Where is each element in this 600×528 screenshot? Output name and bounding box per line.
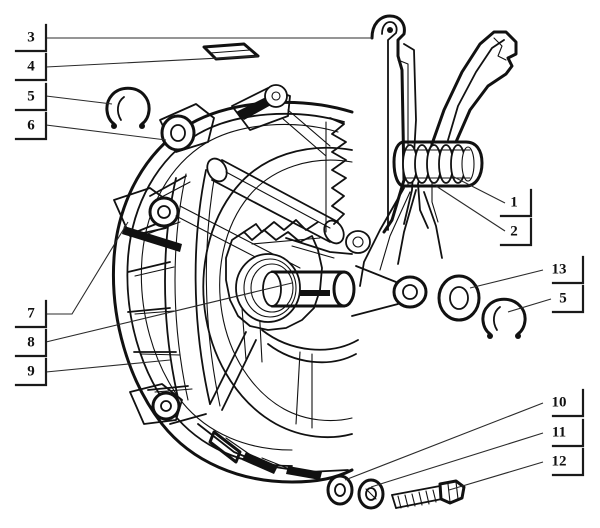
leader-line-12	[448, 461, 544, 491]
part-5-circlip-left	[105, 86, 151, 129]
clutch-bell-housing-artwork	[111, 84, 371, 484]
part-13-thrust-washer	[437, 274, 481, 322]
callout-number-11: 11	[552, 424, 566, 440]
callout-bracket-4	[14, 52, 48, 82]
callout-8[interactable]: 8	[14, 282, 293, 358]
callout-number-7: 7	[27, 305, 35, 321]
callout-bracket-9	[14, 357, 48, 387]
callout-bracket-1	[499, 188, 533, 218]
part-12-hex-bolt	[391, 479, 466, 509]
part-2-lever-arm-casting	[417, 30, 518, 229]
leader-line-5	[45, 95, 113, 105]
input-shaft-hub	[225, 229, 356, 331]
callout-bracket-5	[14, 82, 48, 112]
callout-bracket-10	[551, 388, 585, 418]
callout-bracket-13	[551, 255, 585, 285]
callout-number-13: 13	[552, 261, 567, 277]
callout-7[interactable]: 7	[14, 221, 129, 329]
leader-line-2	[435, 185, 506, 232]
callout-number-1: 1	[510, 194, 518, 210]
leader-line-8	[45, 282, 293, 343]
callout-number-10: 10	[552, 394, 567, 410]
callout-number-9: 9	[27, 363, 35, 379]
leader-line-4	[45, 55, 259, 68]
release-bearing-arc	[209, 329, 359, 429]
callout-number-12: 12	[552, 453, 567, 469]
callout-4[interactable]: 4	[14, 52, 259, 82]
callout-bracket-12	[551, 447, 585, 477]
callout-3[interactable]: 3	[14, 23, 372, 53]
callout-bracket-5	[551, 284, 585, 314]
callout-number-3: 3	[27, 29, 35, 45]
callout-6[interactable]: 6	[14, 111, 167, 141]
callout-number-6: 6	[27, 117, 35, 133]
callout-bracket-8	[14, 328, 48, 358]
part-10-flat-washer	[326, 474, 354, 506]
callout-9[interactable]: 9	[14, 357, 171, 387]
toothed-rack-detail	[243, 219, 371, 259]
callout-12[interactable]: 12	[448, 447, 585, 491]
leader-line-11	[370, 432, 544, 488]
callout-bracket-6	[14, 111, 48, 141]
callout-number-8: 8	[27, 334, 35, 350]
callout-bracket-11	[551, 418, 585, 448]
housing-inner-bore	[202, 146, 353, 439]
mounting-boss-mid-left	[113, 187, 182, 252]
leader-line-1	[451, 175, 506, 204]
part-5-circlip-right	[481, 297, 527, 339]
mounting-boss-upper-right	[231, 84, 331, 157]
leader-line-7	[46, 221, 129, 315]
callout-1[interactable]: 1	[451, 175, 533, 218]
mounting-boss-top-left	[159, 103, 215, 153]
leader-line-9	[45, 359, 171, 373]
callout-5[interactable]: 5	[507, 284, 585, 314]
callout-number-4: 4	[27, 58, 35, 74]
callout-5[interactable]: 5	[14, 82, 113, 112]
housing-lower-rim-pockets	[197, 423, 349, 480]
part-2-forked-lever	[351, 187, 443, 317]
leader-line-6	[45, 124, 167, 141]
callout-2[interactable]: 2	[435, 185, 533, 247]
leader-line-10	[344, 402, 544, 481]
callout-number-5: 5	[559, 290, 567, 306]
diagonal-strut-upper	[206, 157, 345, 245]
callout-number-2: 2	[510, 223, 518, 239]
callout-bracket-7	[14, 299, 48, 329]
leader-line-5	[507, 298, 552, 313]
mounting-boss-lower-left	[129, 383, 183, 425]
part-3-release-lever	[370, 14, 417, 234]
part-11-lock-washer	[357, 478, 385, 510]
callout-13[interactable]: 13	[469, 255, 585, 289]
leader-line-13	[469, 269, 544, 289]
callout-10[interactable]: 10	[344, 388, 585, 481]
callout-11[interactable]: 11	[370, 418, 585, 488]
flexible-gaiter	[325, 117, 347, 233]
callout-bracket-2	[499, 217, 533, 247]
part-1-return-spring	[392, 140, 484, 188]
callout-bracket-3	[14, 23, 48, 53]
callout-number-5: 5	[27, 88, 35, 104]
